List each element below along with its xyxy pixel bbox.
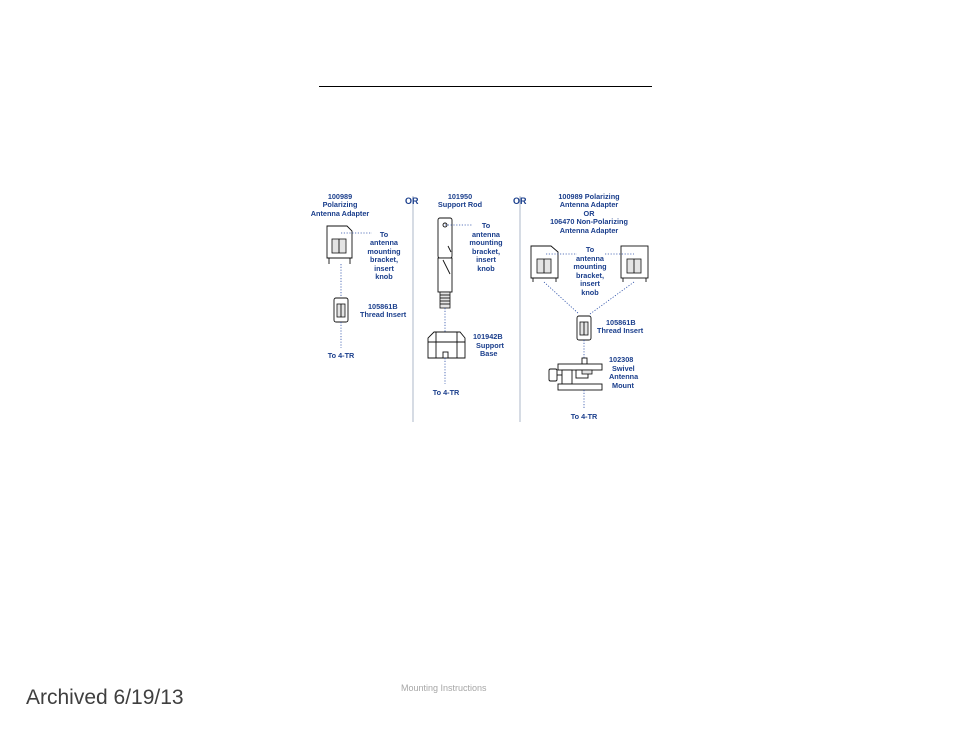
mount-label-line: Swivel <box>612 364 635 373</box>
insert-part-number: 105861B <box>368 302 398 311</box>
non-polarizing-adapter-part <box>620 245 649 282</box>
bracket-note-line: bracket, <box>370 255 398 264</box>
insert-label: Thread Insert <box>597 326 644 335</box>
column-swivel-mount: 100989 Polarizing Antenna Adapter OR 106… <box>530 192 649 421</box>
to-unit-label: To 4-TR <box>328 351 355 360</box>
bracket-note-line: To <box>380 230 389 239</box>
adapter-part-number: 100989 <box>328 192 352 201</box>
bracket-note-line: knob <box>375 272 393 281</box>
adapter-option-line: 100989 Polarizing <box>558 192 619 201</box>
bracket-note-line: insert <box>580 279 600 288</box>
polarizing-adapter-part <box>326 225 353 264</box>
support-rod-part <box>437 217 453 309</box>
support-base-part <box>427 331 466 359</box>
or-label: OR <box>405 196 419 206</box>
base-part-number: 101942B <box>473 332 503 341</box>
leader-line <box>589 281 635 315</box>
bracket-note-line: knob <box>477 264 495 273</box>
column-support-rod: 101950 Support Rod To antenna mounting b… <box>427 192 505 397</box>
adapter-option-line: 106470 Non-Polarizing <box>550 217 628 226</box>
bracket-note-line: mounting <box>469 238 502 247</box>
base-label-line: Base <box>480 349 497 358</box>
bracket-note-line: mounting <box>573 262 606 271</box>
bracket-note-line: antenna <box>576 254 605 263</box>
thread-insert-part <box>576 315 592 341</box>
bracket-note-line: antenna <box>370 238 399 247</box>
adapter-label-line: Polarizing <box>323 200 358 209</box>
bracket-note-line: knob <box>581 288 599 297</box>
rod-label: Support Rod <box>438 200 482 209</box>
to-unit-label: To 4-TR <box>433 388 460 397</box>
to-unit-label: To 4-TR <box>571 412 598 421</box>
bracket-note-line: antenna <box>472 230 501 239</box>
base-label-line: Support <box>476 341 505 350</box>
bracket-note-line: To <box>482 221 491 230</box>
adapter-option-line: OR <box>584 209 596 218</box>
title-rule <box>319 86 652 87</box>
mounting-diagram: 100989 Polarizing Antenna Adapter To ant… <box>300 186 652 426</box>
bracket-note-line: bracket, <box>576 271 604 280</box>
adapter-option-line: Antenna Adapter <box>560 226 619 235</box>
bracket-note-line: mounting <box>367 247 400 256</box>
mount-label-line: Mount <box>612 381 634 390</box>
or-label: OR <box>513 196 527 206</box>
polarizing-adapter-part <box>530 245 559 282</box>
bracket-note-line: bracket, <box>472 247 500 256</box>
insert-label: Thread Insert <box>360 310 407 319</box>
thread-insert-part <box>333 297 349 323</box>
bracket-note-line: insert <box>476 255 496 264</box>
insert-part-number: 105861B <box>606 318 636 327</box>
rod-part-number: 101950 <box>448 192 472 201</box>
adapter-option-line: Antenna Adapter <box>560 200 619 209</box>
bracket-note-line: To <box>586 245 595 254</box>
archived-stamp: Archived 6/19/13 <box>26 686 184 709</box>
swivel-mount-part <box>548 357 603 391</box>
leader-line <box>543 281 580 315</box>
mount-part-number: 102308 <box>609 355 633 364</box>
adapter-label-line: Antenna Adapter <box>311 209 370 218</box>
column-polarizing-adapter: 100989 Polarizing Antenna Adapter To ant… <box>311 192 407 360</box>
footer-caption: Mounting Instructions <box>401 683 487 693</box>
mount-label-line: Antenna <box>609 372 639 381</box>
bracket-note-line: insert <box>374 264 394 273</box>
